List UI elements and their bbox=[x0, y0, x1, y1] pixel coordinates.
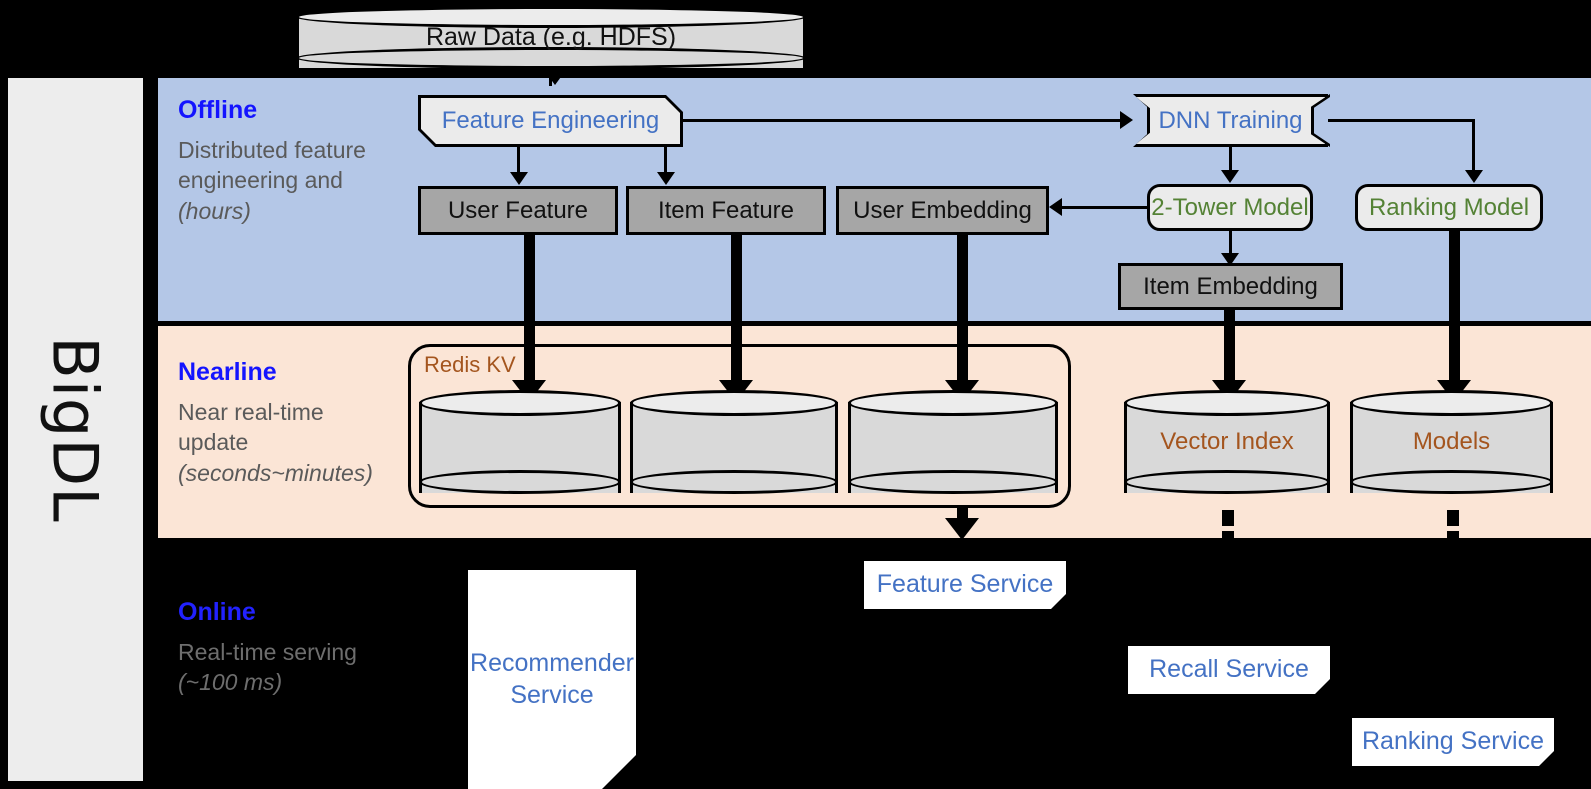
cylinder-vector-index[interactable]: Vector Index bbox=[1124, 390, 1330, 494]
edge-fe-to-dnn bbox=[683, 119, 1122, 122]
node-item-embedding[interactable]: Item Embedding bbox=[1118, 263, 1343, 310]
online-title: Online bbox=[178, 598, 256, 626]
feature-service-label: Feature Service bbox=[876, 570, 1054, 599]
dash-models-2 bbox=[1447, 531, 1459, 543]
pipe-itememb-to-vectorindex bbox=[1224, 308, 1235, 385]
online-caption: Online Real-time serving (~100 ms) bbox=[178, 598, 388, 698]
cylinder-bottom bbox=[419, 470, 621, 494]
edge-fe-to-userfeature bbox=[517, 147, 520, 174]
raw-data-cylinder: Raw Data (e.g. HDFS) bbox=[296, 6, 806, 69]
dnn-training-label: DNN Training bbox=[1158, 106, 1303, 134]
node-user-feature[interactable]: User Feature bbox=[418, 186, 618, 235]
cylinder-top bbox=[419, 390, 621, 416]
dnn-right-notch bbox=[1314, 94, 1330, 147]
arrowhead-redis-to-featureservice bbox=[945, 518, 979, 540]
pipe-rankingmodel-to-models bbox=[1449, 229, 1460, 385]
cylinder-bottom bbox=[1350, 470, 1553, 494]
bigdl-text: BigDL bbox=[39, 336, 112, 523]
node-dnn-training[interactable]: DNN Training bbox=[1133, 94, 1328, 147]
cylinder-item-feature-store[interactable] bbox=[630, 390, 838, 494]
service-recommender[interactable]: Recommender Service bbox=[468, 570, 636, 789]
offline-caption: Offline Distributed feature engineering … bbox=[178, 96, 388, 226]
cylinder-top bbox=[1124, 390, 1330, 416]
node-2-tower-model[interactable]: 2-Tower Model bbox=[1147, 184, 1313, 231]
user-embedding-label: User Embedding bbox=[853, 196, 1032, 224]
service-feature[interactable]: Feature Service bbox=[864, 561, 1066, 609]
offline-title: Offline bbox=[178, 96, 258, 124]
dash-vectorindex-1 bbox=[1222, 510, 1234, 526]
two-tower-model-label: 2-Tower Model bbox=[1151, 193, 1309, 221]
recommender-service-label: Recommender Service bbox=[470, 649, 634, 709]
recall-service-label: Recall Service bbox=[1149, 655, 1309, 684]
offline-description: Distributed feature engineering and (hou… bbox=[178, 137, 366, 224]
cylinder-top bbox=[848, 390, 1058, 416]
arrowhead-fe-to-dnn bbox=[1120, 111, 1133, 129]
cylinder-user-embedding-store[interactable] bbox=[848, 390, 1058, 494]
edge-dnn-to-ranking-h bbox=[1328, 119, 1475, 122]
cylinder-top bbox=[630, 390, 838, 416]
service-ranking[interactable]: Ranking Service bbox=[1352, 718, 1554, 766]
bigdl-platform-label: BigDL bbox=[8, 78, 143, 781]
node-ranking-model[interactable]: Ranking Model bbox=[1355, 184, 1543, 231]
nearline-title: Nearline bbox=[178, 358, 277, 386]
arrowhead-rawdata-to-fe bbox=[541, 66, 569, 85]
user-feature-label: User Feature bbox=[447, 196, 589, 224]
node-fill: DNN Training bbox=[1136, 97, 1325, 144]
redis-kv-label: Redis KV bbox=[424, 352, 516, 377]
bigdl-rail bbox=[8, 78, 143, 781]
arrowhead-dnn-to-ranking bbox=[1465, 170, 1483, 183]
edge-twotower-to-itememb bbox=[1229, 231, 1232, 257]
models-label: Models bbox=[1412, 427, 1491, 455]
cylinder-top bbox=[1350, 390, 1553, 416]
pipe-userfeature-to-redis bbox=[524, 233, 535, 385]
feature-engineering-label: Feature Engineering bbox=[441, 107, 660, 134]
ranking-service-label: Ranking Service bbox=[1361, 727, 1545, 756]
vector-index-label: Vector Index bbox=[1160, 427, 1294, 455]
arrowhead-twotower-to-userembedding bbox=[1049, 198, 1062, 216]
nearline-caption: Nearline Near real-time update (seconds~… bbox=[178, 358, 388, 488]
node-fill: Feature Engineering bbox=[421, 98, 680, 144]
nearline-description: Near real-time update (seconds~minutes) bbox=[178, 399, 373, 486]
cylinder-top bbox=[296, 6, 806, 28]
edge-fe-to-itemfeature bbox=[664, 147, 667, 174]
redis-kv-container[interactable] bbox=[408, 344, 1071, 508]
node-user-embedding[interactable]: User Embedding bbox=[836, 186, 1049, 235]
edge-dnn-to-ranking-v bbox=[1472, 119, 1475, 172]
edge-dnn-to-twotower bbox=[1229, 147, 1232, 172]
raw-data-label: Raw Data (e.g. HDFS) bbox=[425, 22, 677, 51]
dash-models-1 bbox=[1447, 510, 1459, 526]
arrowhead-dnn-to-twotower bbox=[1221, 170, 1239, 183]
cylinder-user-feature-store[interactable] bbox=[419, 390, 621, 494]
service-recall[interactable]: Recall Service bbox=[1128, 646, 1330, 694]
cylinder-bottom bbox=[1124, 470, 1330, 494]
cylinder-bottom bbox=[848, 470, 1058, 494]
arrowhead-twotower-to-itememb bbox=[1221, 253, 1239, 266]
item-embedding-label: Item Embedding bbox=[1143, 272, 1318, 300]
node-feature-engineering[interactable]: Feature Engineering bbox=[418, 95, 683, 147]
pipe-itemfeature-to-redis bbox=[731, 233, 742, 385]
pipe-redis-to-featureservice bbox=[957, 508, 968, 520]
cylinder-bottom bbox=[630, 470, 838, 494]
arrowhead-fe-to-userfeature bbox=[510, 172, 528, 185]
edge-twotower-to-userembedding bbox=[1062, 206, 1150, 209]
cylinder-models[interactable]: Models bbox=[1350, 390, 1553, 494]
node-item-feature[interactable]: Item Feature bbox=[626, 186, 826, 235]
online-description: Real-time serving (~100 ms) bbox=[178, 639, 357, 696]
dash-vectorindex-2 bbox=[1222, 531, 1234, 543]
ranking-model-label: Ranking Model bbox=[1368, 193, 1530, 221]
pipe-userembedding-to-redis bbox=[957, 233, 968, 385]
arrowhead-fe-to-itemfeature bbox=[657, 172, 675, 185]
item-feature-label: Item Feature bbox=[657, 196, 795, 224]
